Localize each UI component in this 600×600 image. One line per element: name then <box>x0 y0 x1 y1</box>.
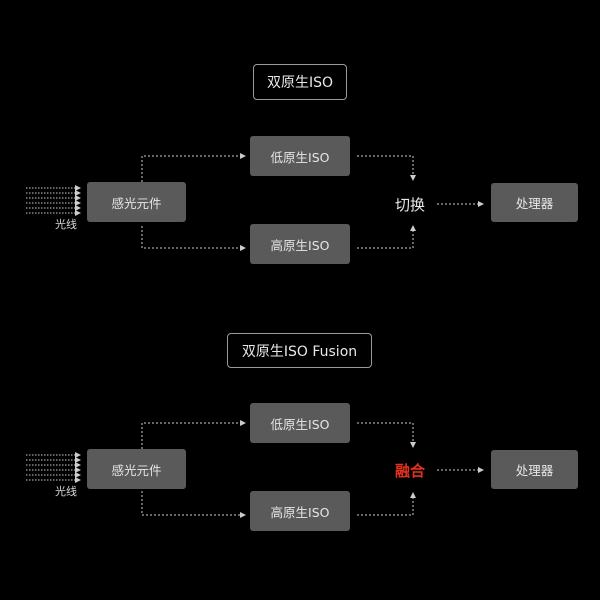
panel-2-light-label: 光线 <box>55 485 77 498</box>
panel-1-light-label: 光线 <box>55 218 77 231</box>
panel-2-sensor-to-high-arrow <box>141 491 246 518</box>
panel-2-low-to-op-arrow <box>357 422 416 448</box>
panel-1-sensor-to-high-arrow <box>141 226 246 251</box>
panel-1-low-to-op-arrow <box>357 155 416 181</box>
panel-1-high-to-op-arrow <box>357 225 416 249</box>
panel-1-title: 双原生ISO <box>253 64 347 100</box>
panel-2-operation-label: 融合 <box>395 462 426 480</box>
panel-1-connectors <box>26 153 484 251</box>
panel-1-high-iso-box: 高原生ISO <box>250 224 350 264</box>
panel-1-sensor-box: 感光元件 <box>87 182 186 222</box>
panel-2-low-iso-box: 低原生ISO <box>250 403 350 443</box>
panel-1-low-iso-box: 低原生ISO <box>250 136 350 176</box>
panel-2-title: 双原生ISO Fusion <box>227 333 372 368</box>
panel-1-light-rays-icon <box>26 185 81 216</box>
panel-2-light-rays-icon <box>26 452 81 483</box>
panel-1-operation-label: 切换 <box>395 196 426 214</box>
panel-2-high-to-op-arrow <box>357 492 416 516</box>
panel-2-high-iso-box: 高原生ISO <box>250 491 350 531</box>
panel-1-sensor-to-low-arrow <box>141 153 246 182</box>
panel-1-processor-box: 处理器 <box>491 183 578 222</box>
panel-2-connectors <box>26 420 484 518</box>
panel-2-processor-box: 处理器 <box>491 450 578 489</box>
panel-2-sensor-box: 感光元件 <box>87 449 186 489</box>
panel-2-sensor-to-low-arrow <box>141 420 246 449</box>
